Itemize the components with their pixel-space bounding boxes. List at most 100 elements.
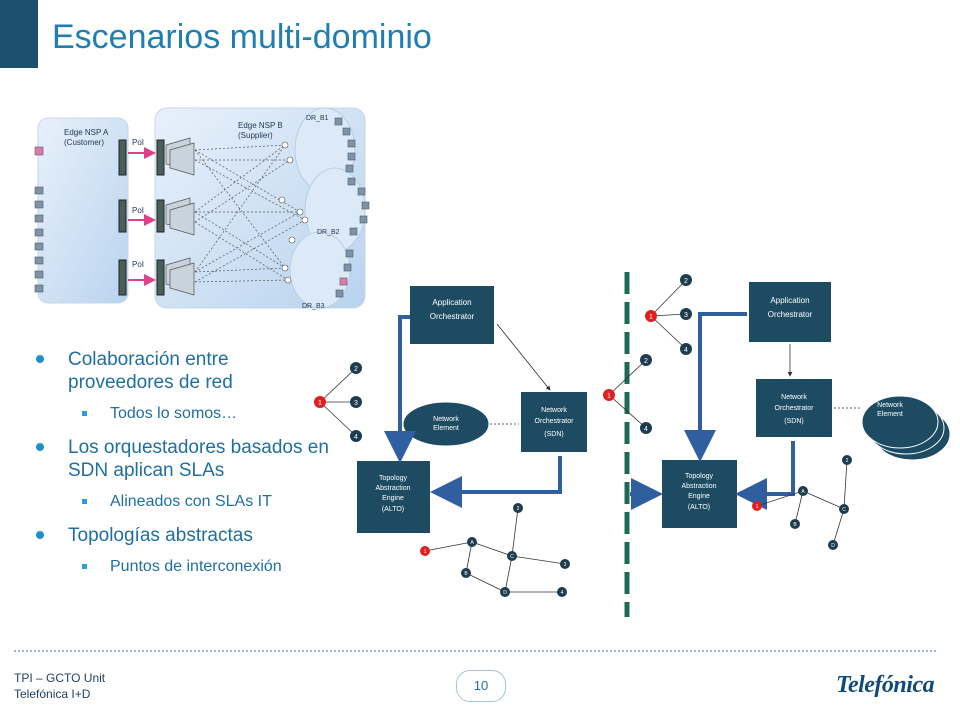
customer-label-1: Edge NSP A [64,128,109,137]
right-star-node-3 [680,308,692,320]
left-graph-node-4 [557,587,567,597]
right-star-label-3: 3 [684,312,688,319]
telefonica-logo: Telefónica [836,672,935,698]
sdn-orchestration-diagram: Application Orchestrator Network Orchest… [314,272,951,617]
left-net-orch-label-2: Orchestrator [535,418,575,425]
left-domain: Application Orchestrator Network Orchest… [314,286,587,597]
poi-label-3: PoI [132,260,144,269]
right-app-orch-label-1: Application [770,296,809,305]
left-graph-node-2 [513,503,523,513]
right-net-element [861,395,939,449]
right-tae [662,460,737,528]
dr-b1-label: DR_B1 [306,115,329,122]
right-graph-node-a [798,486,808,496]
left-graph-label-d: D [503,590,507,596]
right-graph-node-d [828,540,838,550]
fan-devices [165,137,195,296]
right-graph-node-1 [752,501,762,511]
right-net-orch-label-3: (SDN) [784,418,803,425]
poi-label-2: PoI [132,206,144,215]
supplier-label-2: (Supplier) [238,131,273,140]
right-net-element-label-1: Network [877,402,903,409]
left-net-orchestrator [521,392,587,452]
left-net-element-label-2: Element [433,425,459,432]
dr-b3-label: DR_B3 [302,303,325,310]
right-tae-label-2: Abstraction [681,483,716,490]
right-graph-label-b: B [793,522,797,528]
bullet-3: Topologías abstractas [36,524,336,547]
dr-b2-label: DR_B2 [317,229,340,236]
right-star-node-4 [680,343,692,355]
right-graph-node-b [790,519,800,529]
right-tae-label-4: (ALTO) [688,504,710,511]
right-graph-label-1: 1 [756,504,759,510]
right-star-node-1 [645,310,657,322]
right-arrow-orch-tae [735,441,795,510]
left-graph-label-4: 4 [561,590,564,596]
poi-label-1: PoI [132,138,144,147]
left-graph-node-1 [420,546,430,556]
middle-node-4 [640,422,652,434]
right-domain: Application Orchestrator Network Orchest… [645,274,951,550]
left-net-orch-label-1: Network [541,407,567,414]
left-app-orchestrator [410,286,494,344]
left-graph-label-2: 2 [517,506,520,512]
left-star-label-1: 1 [318,400,322,407]
corner-block [0,0,38,68]
left-graph-label-a: A [470,540,474,546]
bullet-list: Colaboración entre proveedores de red To… [36,348,336,589]
left-net-element [402,401,490,447]
customer-ports [34,146,44,293]
sub-bullet-1: Todos lo somos… [36,404,336,424]
right-graph-label-a: A [801,489,805,495]
left-star-node-3 [350,396,362,408]
right-app-orch-label-2: Orchestrator [768,310,813,319]
middle-node-2 [640,354,652,366]
left-tae-label-2: Abstraction [375,485,410,492]
customer-domain [37,117,129,304]
left-app-orch-label-2: Orchestrator [430,312,475,321]
mesh-links [194,144,306,283]
left-net-orch-label-3: (SDN) [544,431,563,438]
right-graph-node-2 [842,455,852,465]
right-tae-label-1: Topology [685,473,714,480]
left-graph-label-1: 1 [424,549,427,555]
left-tae [357,461,430,533]
right-net-orchestrator [756,379,832,437]
left-star-node-4 [350,430,362,442]
page-title: Escenarios multi-dominio [52,18,432,56]
right-star-node-2 [680,274,692,286]
left-star-label-2: 2 [354,366,358,373]
page-number: 10 [456,670,506,702]
right-net-orch-label-2: Orchestrator [775,405,815,412]
footer-divider [14,650,936,652]
right-graph-label-d: D [831,543,835,549]
supplier-label-1: Edge NSP B [238,121,283,130]
left-graph-node-b [461,568,471,578]
sub-bullet-3: Puntos de interconexión [36,557,336,577]
right-graph-label-2: 2 [846,458,849,464]
left-graph-label-c: C [510,554,514,560]
middle-node-1 [603,389,615,401]
right-tae-label-3: Engine [688,493,710,500]
left-graph-label-b: B [464,571,468,577]
left-net-element-label-1: Network [433,416,459,423]
middle-label-1: 1 [607,393,611,400]
right-arrow-app-to-tae [684,312,747,462]
sub-bullet-2: Alineados con SLAs IT [36,492,336,512]
left-star-label-3: 3 [354,400,358,407]
left-graph-node-d [500,587,510,597]
left-star-node-1 [314,396,326,408]
right-star-label-4: 4 [684,347,688,354]
right-star-label-1: 1 [649,314,653,321]
right-net-element-label-2: Element [877,411,903,418]
footer-text: TPI – GCTO Unit Telefónica I+D [14,670,105,702]
left-tae-label-4: (ALTO) [382,506,404,513]
edge-nsp-diagram: Edge NSP A (Customer) Edge NSP B (Suppli… [34,107,370,310]
customer-label-2: (Customer) [64,138,104,147]
left-app-orch-label-1: Application [432,298,471,307]
bullet-1: Colaboración entre proveedores de red [36,348,336,394]
right-star-label-2: 2 [684,278,688,285]
right-graph-label-c: C [842,507,846,513]
left-star-label-4: 4 [354,434,358,441]
